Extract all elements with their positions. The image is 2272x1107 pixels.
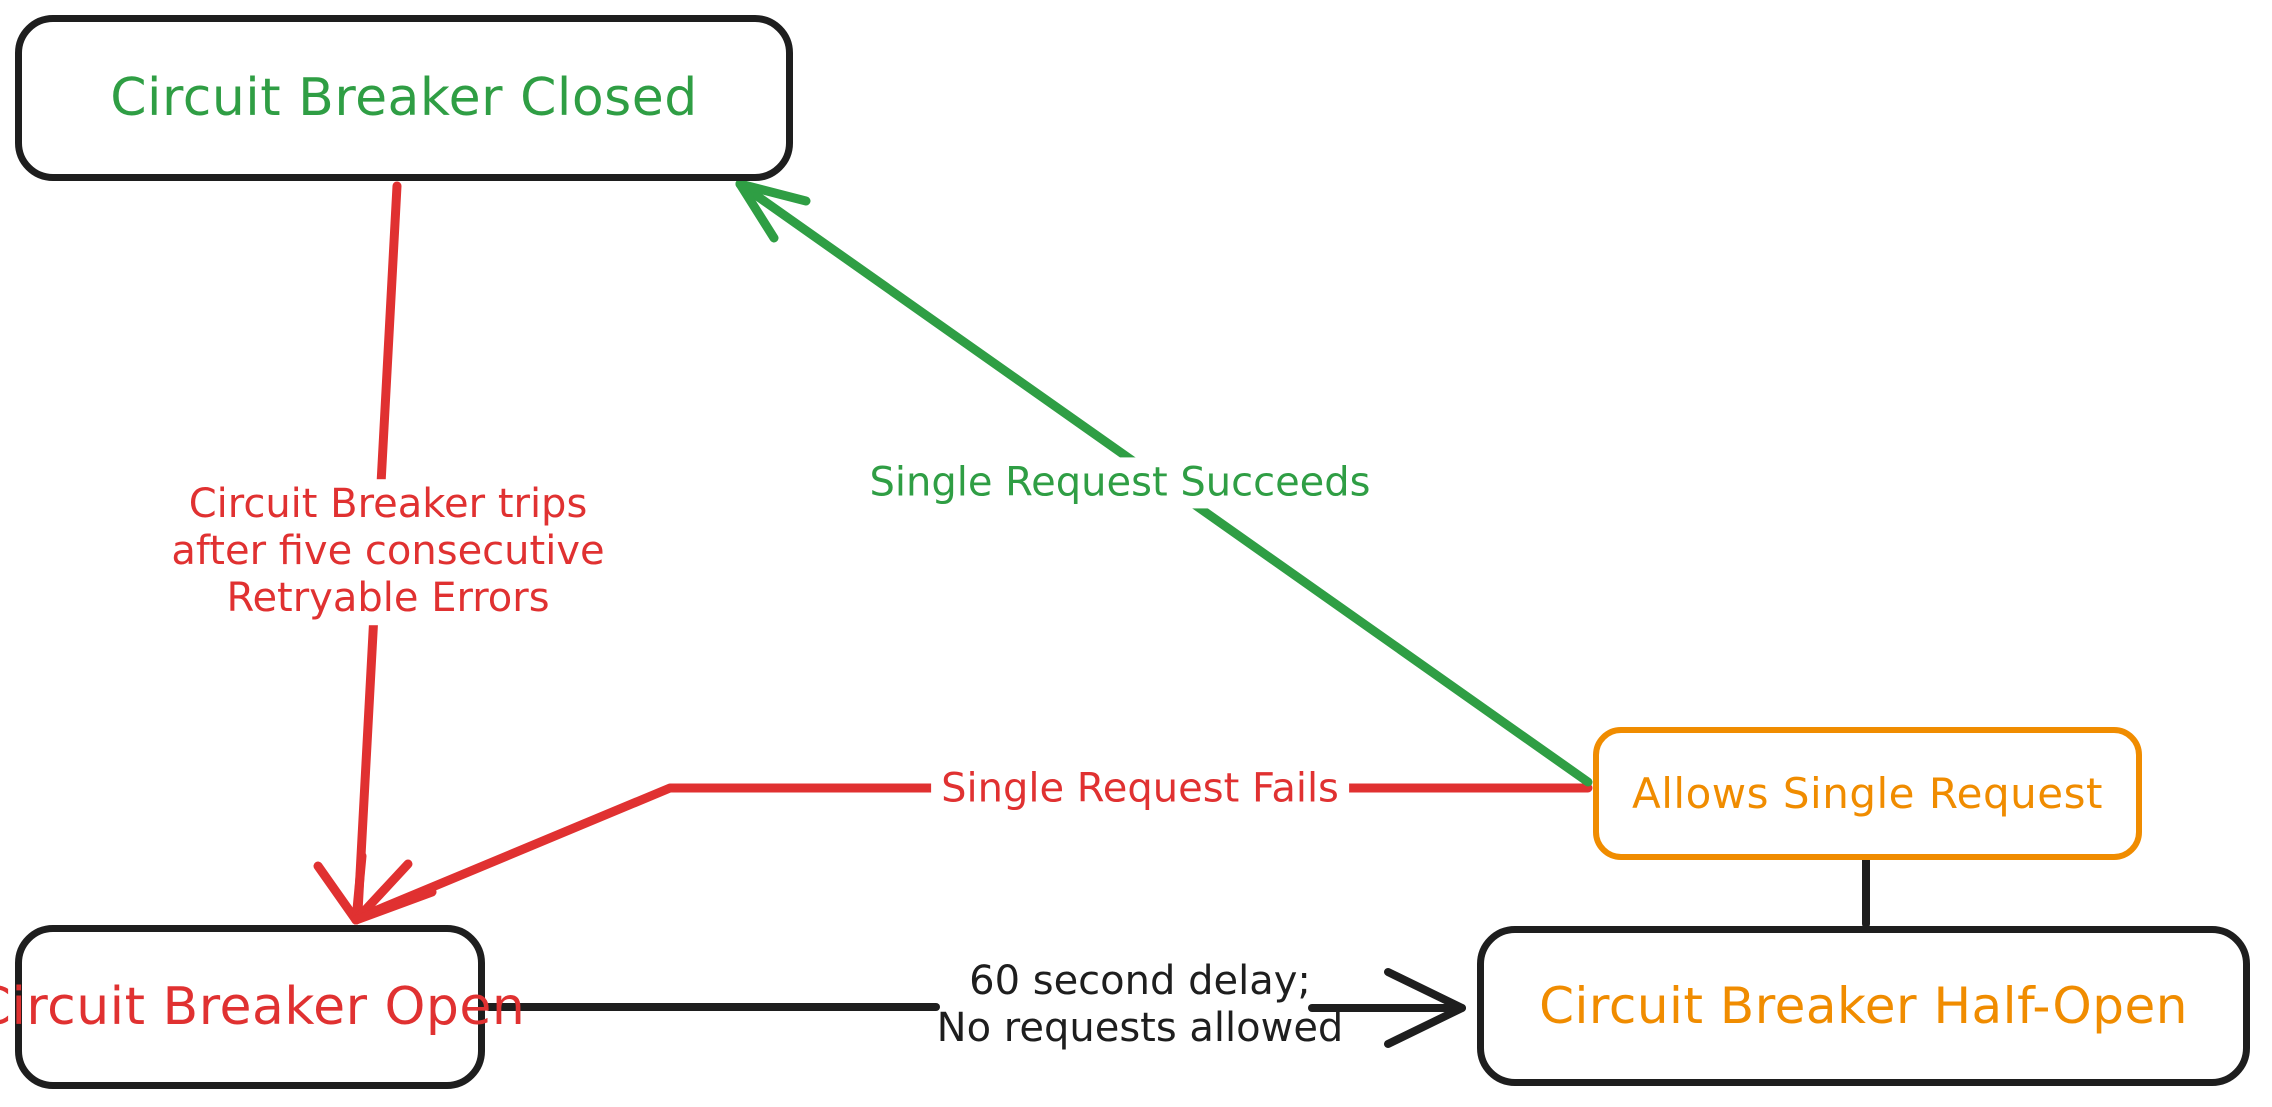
edge-label-fails: Single Request Fails (931, 763, 1349, 815)
state-node-open-label: Circuit Breaker Open (0, 977, 526, 1037)
edge-label-trips: Circuit Breaker trips after five consecu… (161, 479, 615, 625)
succeeds-arrowhead (735, 179, 811, 206)
trips-arrowhead (313, 861, 361, 925)
edge-label-delay-line-1: 60 second delay; (969, 957, 1311, 1004)
node-allows-single-request-label: Allows Single Request (1632, 769, 2103, 818)
edge-label-succeeds: Single Request Succeeds (859, 457, 1381, 509)
edge-label-trips-line-2: after five consecutive (171, 528, 605, 575)
fails-arrowhead (351, 859, 413, 925)
node-allows-single-request: Allows Single Request (1593, 727, 2142, 860)
delay-arrowhead (1384, 968, 1466, 1012)
state-node-half-open-label: Circuit Breaker Half-Open (1539, 977, 2188, 1035)
state-node-closed-label: Circuit Breaker Closed (110, 68, 698, 128)
edge-label-trips-line-3: Retryable Errors (226, 575, 550, 622)
edge-label-delay-line-2: No requests allowed (936, 1005, 1344, 1051)
state-node-half-open: Circuit Breaker Half-Open (1477, 926, 2250, 1086)
edge-delay-arrow (485, 968, 1466, 1048)
edge-label-trips-line-1: Circuit Breaker trips (188, 481, 588, 528)
edge-label-delay: 60 second delay; No requests allowed (937, 958, 1344, 1052)
state-node-open: Circuit Breaker Open (0, 925, 525, 1089)
state-node-closed: Circuit Breaker Closed (15, 15, 793, 181)
